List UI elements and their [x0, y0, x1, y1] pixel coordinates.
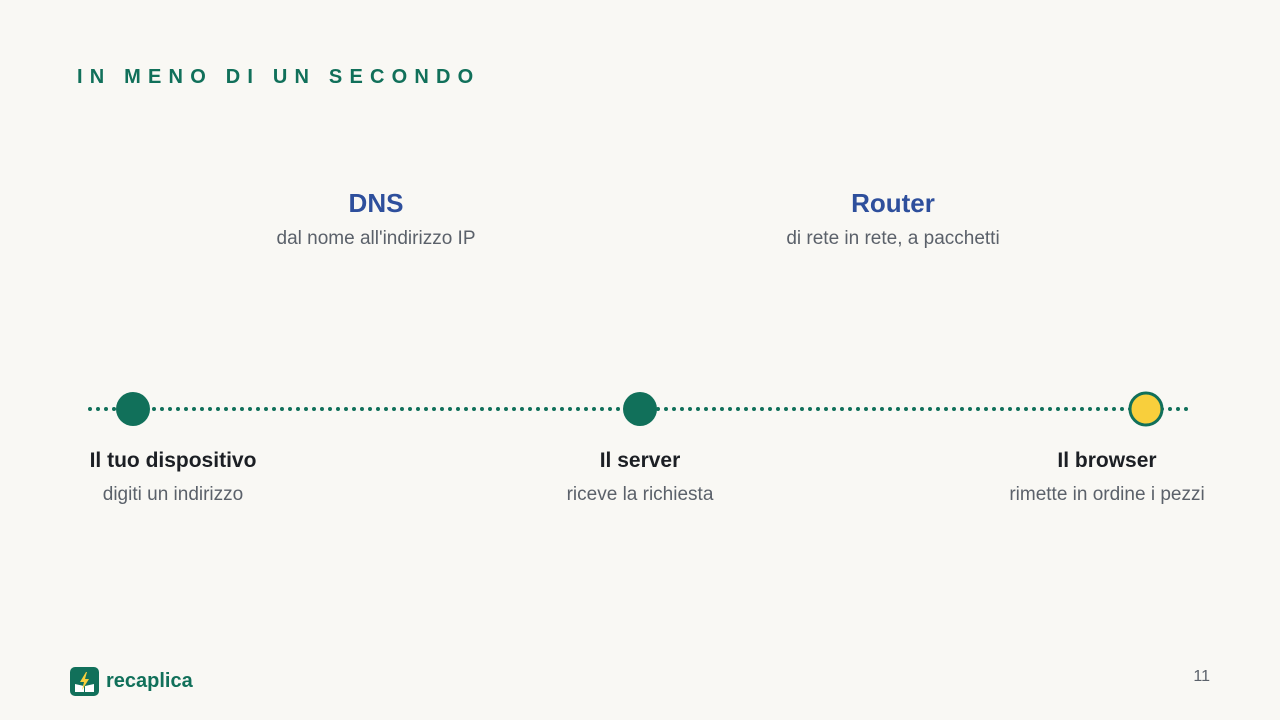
node-label-browser: Il browser rimette in ordine i pezzi	[957, 448, 1257, 506]
book-bolt-icon	[70, 667, 99, 696]
timeline-node-browser	[1128, 391, 1164, 427]
router-subtitle: di rete in rete, a pacchetti	[786, 228, 1000, 249]
eyebrow-title: IN MENO DI UN SECONDO	[77, 66, 481, 88]
node-title: Il browser	[1057, 449, 1157, 472]
timeline-node-device	[116, 392, 150, 426]
node-label-device: Il tuo dispositivo digiti un indirizzo	[23, 448, 323, 506]
dns-title: DNS	[348, 188, 404, 218]
timeline	[88, 391, 1194, 427]
brand-name: recaplica	[106, 670, 193, 692]
timeline-node-server	[623, 392, 657, 426]
node-label-server: Il server riceve la richiesta	[490, 448, 790, 506]
node-subtitle: riceve la richiesta	[566, 484, 714, 505]
dns-subtitle: dal nome all'indirizzo IP	[276, 228, 476, 249]
router-title: Router	[851, 188, 935, 218]
router-label: Router di rete in rete, a pacchetti	[713, 188, 1073, 250]
brand-logo: recaplica	[70, 667, 193, 696]
node-subtitle: digiti un indirizzo	[102, 484, 244, 505]
page-number: 11	[1193, 668, 1210, 685]
node-title: Il server	[599, 449, 681, 472]
node-subtitle: rimette in ordine i pezzi	[1009, 484, 1205, 505]
dns-label: DNS dal nome all'indirizzo IP	[196, 188, 556, 250]
node-title: Il tuo dispositivo	[89, 449, 257, 472]
